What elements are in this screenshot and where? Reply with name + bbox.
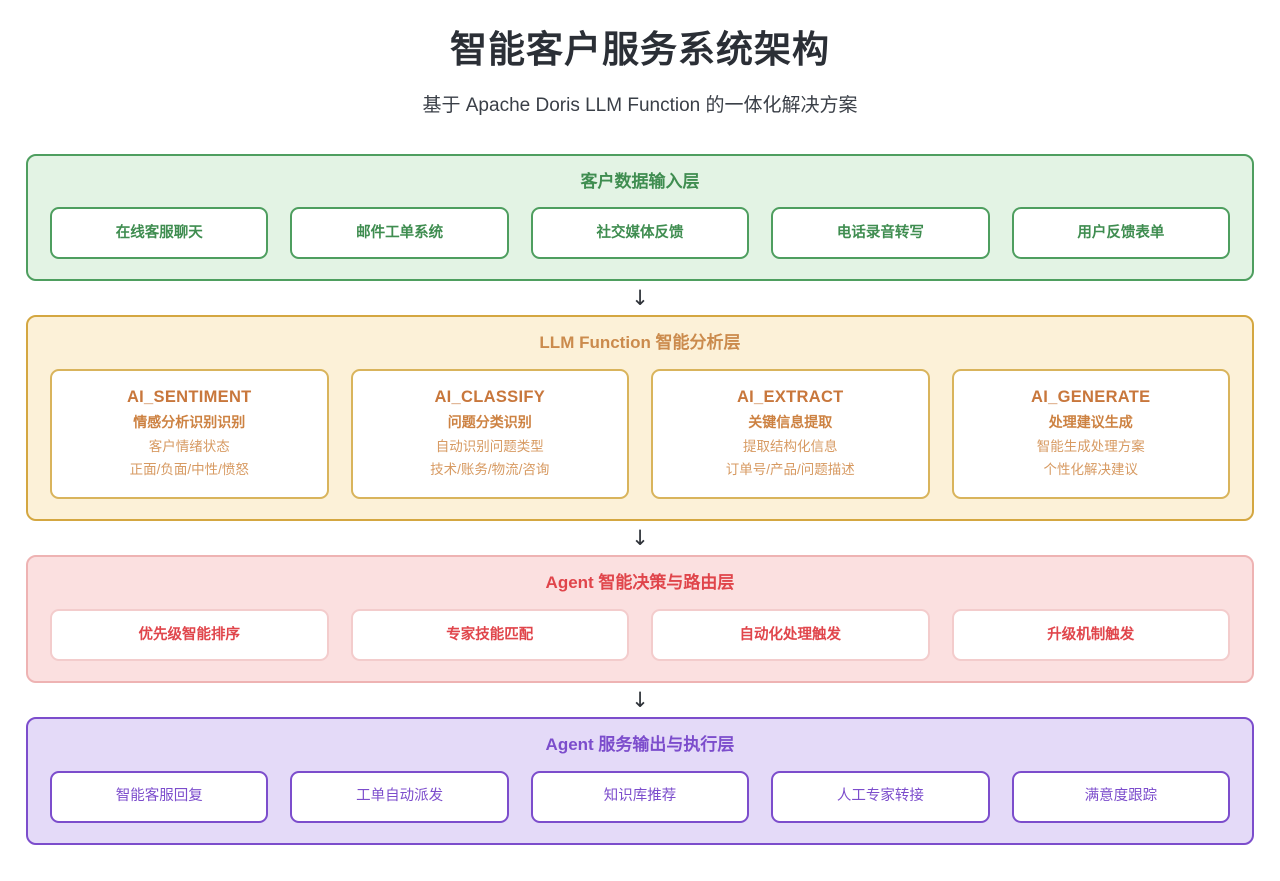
card-label: 电话录音转写 bbox=[836, 225, 924, 242]
card-agent-output-layer-2[interactable]: 知识库推荐 bbox=[530, 770, 750, 823]
card-llm-function-layer-2[interactable]: AI_EXTRACT 关键信息提取提取结构化信息订单号/产品/问题描述 bbox=[651, 369, 930, 500]
card-detail1: 提取结构化信息 bbox=[743, 438, 838, 454]
card-detail2: 订单号/产品/问题描述 bbox=[725, 462, 855, 478]
card-llm-function-layer-3[interactable]: AI_GENERATE 处理建议生成智能生成处理方案个性化解决建议 bbox=[951, 369, 1230, 500]
layer-title-agent-routing-layer: Agent 智能决策与路由层 bbox=[545, 573, 735, 593]
card-agent-output-layer-4[interactable]: 满意度跟踪 bbox=[1011, 770, 1231, 823]
layer-title-llm-function-layer: LLM Function 智能分析层 bbox=[539, 333, 741, 353]
card-agent-routing-layer-2[interactable]: 自动化处理触发 bbox=[651, 609, 930, 662]
connector-1: ↓ bbox=[26, 521, 1254, 555]
page-subtitle: 基于 Apache Doris LLM Function 的一体化解决方案 bbox=[422, 95, 858, 117]
card-row: 优先级智能排序 专家技能匹配 自动化处理触发 升级机制触发 bbox=[50, 609, 1230, 662]
layer-input-layer: 客户数据输入层在线客服聊天 邮件工单系统 社交媒体反馈 电话录音转写 用户反馈表单 bbox=[26, 153, 1254, 282]
card-agent-output-layer-1[interactable]: 工单自动派发 bbox=[290, 770, 509, 823]
card-label: 邮件工单系统 bbox=[356, 225, 444, 242]
card-agent-routing-layer-0[interactable]: 优先级智能排序 bbox=[50, 609, 329, 662]
card-detail2: 正面/负面/中性/愤怒 bbox=[129, 462, 249, 478]
card-sub: 问题分类识别 bbox=[447, 414, 532, 431]
layer-title-input-layer: 客户数据输入层 bbox=[580, 171, 700, 191]
card-label: 人工专家转接 bbox=[836, 788, 924, 805]
layer-stack: 客户数据输入层在线客服聊天 邮件工单系统 社交媒体反馈 电话录音转写 用户反馈表单 ↓ LL… bbox=[26, 120, 1254, 845]
layer-agent-routing-layer: Agent 智能决策与路由层优先级智能排序 专家技能匹配 自动化处理触发 升级机制触发 bbox=[26, 555, 1254, 684]
card-detail1: 自动识别问题类型 bbox=[435, 438, 544, 454]
page-title: 智能客户服务系统架构 bbox=[450, 29, 830, 70]
card-label: 自动化处理触发 bbox=[739, 626, 842, 643]
connector-2: ↓ bbox=[26, 683, 1254, 717]
card-input-layer-4[interactable]: 用户反馈表单 bbox=[1011, 207, 1231, 260]
card-detail2: 技术/账务/物流/咨询 bbox=[430, 462, 550, 478]
card-label: 在线客服聊天 bbox=[115, 225, 203, 242]
arrow-down-icon: ↓ bbox=[631, 525, 649, 550]
card-sub: 处理建议生成 bbox=[1048, 414, 1133, 431]
arrow-down-icon: ↓ bbox=[631, 687, 649, 712]
card-input-layer-3[interactable]: 电话录音转写 bbox=[771, 207, 990, 260]
card-input-layer-1[interactable]: 邮件工单系统 bbox=[290, 207, 509, 260]
card-label: 知识库推荐 bbox=[603, 788, 677, 805]
card-agent-routing-layer-3[interactable]: 升级机制触发 bbox=[951, 609, 1230, 662]
card-label: 社交媒体反馈 bbox=[596, 225, 684, 242]
page-header: 智能客户服务系统架构 基于 Apache Doris LLM Function … bbox=[0, 0, 1280, 120]
card-llm-function-layer-0[interactable]: AI_SENTIMENT 情感分析识别识别客户情绪状态正面/负面/中性/愤怒 bbox=[50, 369, 329, 500]
card-sub: 关键信息提取 bbox=[748, 414, 833, 431]
card-name: AI_SENTIMENT bbox=[126, 388, 252, 407]
layer-agent-output-layer: Agent 服务输出与执行层智能客服回复 工单自动派发 知识库推荐 人工专家转接 满意度… bbox=[26, 717, 1254, 845]
card-input-layer-0[interactable]: 在线客服聊天 bbox=[50, 207, 269, 260]
card-label: 升级机制触发 bbox=[1047, 626, 1135, 643]
card-detail1: 智能生成处理方案 bbox=[1036, 438, 1145, 454]
card-sub: 情感分析识别识别 bbox=[133, 414, 246, 431]
card-agent-output-layer-3[interactable]: 人工专家转接 bbox=[771, 770, 990, 823]
card-agent-routing-layer-1[interactable]: 专家技能匹配 bbox=[350, 609, 629, 662]
card-label: 满意度跟踪 bbox=[1084, 788, 1158, 805]
card-detail1: 客户情绪状态 bbox=[148, 438, 230, 454]
card-agent-output-layer-0[interactable]: 智能客服回复 bbox=[50, 770, 269, 823]
layer-llm-function-layer: LLM Function 智能分析层 AI_SENTIMENT 情感分析识别识别客户… bbox=[26, 315, 1254, 522]
card-row: 在线客服聊天 邮件工单系统 社交媒体反馈 电话录音转写 用户反馈表单 bbox=[50, 207, 1231, 260]
card-name: AI_CLASSIFY bbox=[434, 388, 546, 407]
card-llm-function-layer-1[interactable]: AI_CLASSIFY 问题分类识别自动识别问题类型技术/账务/物流/咨询 bbox=[350, 369, 629, 500]
card-detail2: 个性化解决建议 bbox=[1043, 462, 1139, 478]
card-label: 工单自动派发 bbox=[356, 788, 444, 805]
card-name: AI_GENERATE bbox=[1031, 388, 1151, 407]
card-label: 智能客服回复 bbox=[115, 788, 203, 805]
card-input-layer-2[interactable]: 社交媒体反馈 bbox=[530, 207, 750, 260]
card-name: AI_EXTRACT bbox=[736, 388, 844, 407]
connector-0: ↓ bbox=[26, 281, 1254, 315]
card-row: 智能客服回复 工单自动派发 知识库推荐 人工专家转接 满意度跟踪 bbox=[50, 770, 1231, 823]
card-label: 专家技能匹配 bbox=[446, 626, 534, 643]
card-label: 用户反馈表单 bbox=[1077, 225, 1165, 242]
card-label: 优先级智能排序 bbox=[138, 626, 241, 643]
arrow-down-icon: ↓ bbox=[631, 285, 649, 310]
layer-title-agent-output-layer: Agent 服务输出与执行层 bbox=[545, 735, 735, 755]
